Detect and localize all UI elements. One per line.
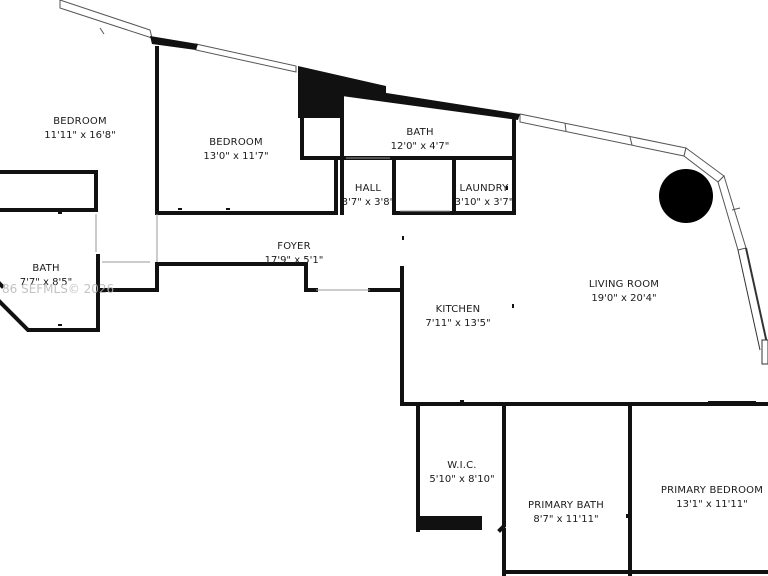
wic-size: 5'10" x 8'10" — [429, 474, 494, 485]
bedroom-mid-size: 13'0" x 11'7" — [203, 151, 268, 162]
structural-columns — [150, 36, 713, 530]
bedroom-left-size: 11'11" x 16'8" — [44, 130, 116, 141]
column-round — [659, 169, 713, 223]
dimension-ticks — [58, 104, 632, 518]
primary-bedroom-name: PRIMARY BEDROOM — [661, 485, 763, 496]
foyer-name: FOYER — [277, 241, 310, 252]
door-openings — [95, 157, 450, 291]
primary-bedroom-size: 13'1" x 11'11" — [676, 499, 748, 510]
primary-bath-size: 8'7" x 11'11" — [533, 514, 598, 525]
bath-left-name: BATH — [32, 263, 59, 274]
hall-name: HALL — [355, 183, 382, 194]
foyer-size: 17'9" x 5'1" — [265, 255, 324, 266]
bath-top-size: 12'0" x 4'7" — [391, 141, 450, 152]
primary-bath-name: PRIMARY BATH — [528, 500, 604, 511]
laundry-name: LAUNDRY — [460, 183, 510, 194]
room-labels: BEDROOM 11'11" x 16'8" BEDROOM 13'0" x 1… — [20, 116, 763, 525]
kitchen-name: KITCHEN — [436, 304, 481, 315]
laundry-size: 3'10" x 3'7" — [455, 197, 514, 208]
kitchen-size: 7'11" x 13'5" — [425, 318, 490, 329]
bedroom-left-name: BEDROOM — [53, 116, 107, 127]
wic-name: W.I.C. — [447, 460, 476, 471]
bath-top-name: BATH — [406, 127, 433, 138]
bath-left-size: 7'7" x 8'5" — [20, 277, 72, 288]
living-room-name: LIVING ROOM — [589, 279, 659, 290]
bedroom-mid-name: BEDROOM — [209, 137, 263, 148]
living-room-size: 19'0" x 20'4" — [591, 293, 656, 304]
mls-watermark: 86 SEFMLS© 2026 — [2, 282, 114, 296]
walls — [0, 46, 768, 576]
window-strips — [59, 0, 768, 365]
hall-size: 3'7" x 3'8" — [342, 197, 394, 208]
